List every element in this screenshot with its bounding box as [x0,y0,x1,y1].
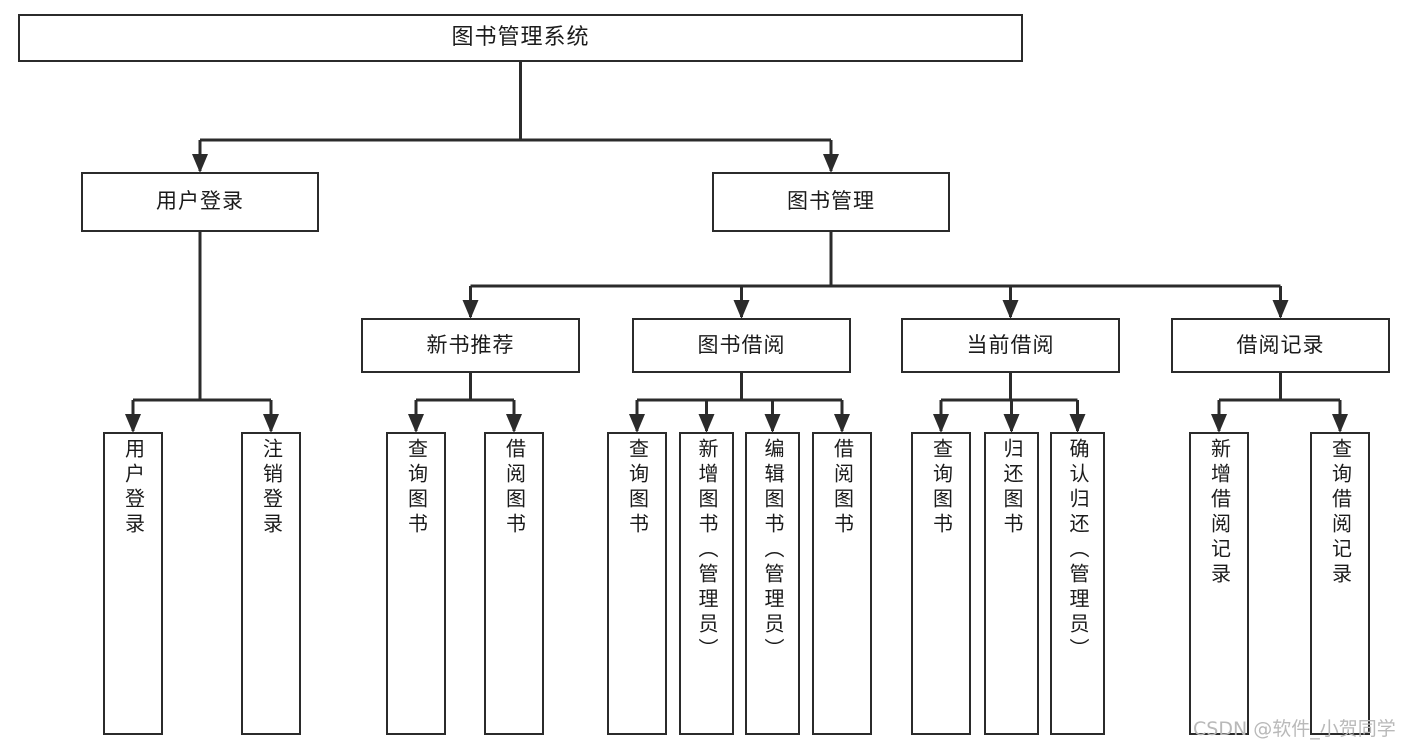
node-label: 确认归还（管理员） [1066,438,1090,663]
watermark: CSDN @软件_小贺同学 [1193,718,1396,740]
arrow-head [408,414,424,433]
node-label: 查询借阅记录 [1328,438,1353,588]
node-label: 借阅图书 [830,438,855,538]
arrow-head [733,300,750,319]
arrow-head [125,414,141,433]
arrow-head [823,154,839,173]
arrow-head [1332,414,1348,433]
node-label: 归还图书 [1000,438,1024,538]
arrow-head [192,154,208,173]
node-book-borrow[interactable]: 图书借阅 [632,318,851,373]
node-leaf-query-book-rec[interactable]: 查询图书 [386,432,446,735]
node-label: 当前借阅 [966,332,1055,357]
arrow-head [764,414,781,433]
node-label: 查询图书 [929,438,954,538]
node-label: 新增借阅记录 [1207,438,1232,588]
arrow-head [933,414,949,433]
node-leaf-query-book-cur[interactable]: 查询图书 [911,432,971,735]
node-leaf-confirm-return[interactable]: 确认归还（管理员） [1050,432,1105,735]
node-leaf-query-book-borrow[interactable]: 查询图书 [607,432,667,735]
node-label: 新书推荐 [426,332,515,357]
node-leaf-add-book[interactable]: 新增图书（管理员） [679,432,734,735]
node-label: 图书管理系统 [451,24,590,50]
node-leaf-borrow-book[interactable]: 借阅图书 [812,432,872,735]
arrow-head [1272,300,1289,319]
node-label: 注销登录 [259,438,284,538]
node-current-borrow[interactable]: 当前借阅 [901,318,1120,373]
arrow-head [698,414,715,433]
node-label: 新增图书（管理员） [695,438,719,663]
arrow-head [1069,414,1086,433]
node-leaf-logout-login[interactable]: 注销登录 [241,432,301,735]
node-leaf-user-login[interactable]: 用户登录 [103,432,163,735]
node-label: 借阅图书 [502,438,527,538]
node-label: 用户登录 [121,438,146,538]
node-label: 用户登录 [156,189,244,214]
arrow-head [462,300,479,319]
arrow-head [834,414,850,433]
node-root-system[interactable]: 图书管理系统 [18,14,1023,62]
node-label: 借阅记录 [1236,332,1325,357]
node-leaf-query-record[interactable]: 查询借阅记录 [1310,432,1370,735]
node-label: 图书管理 [787,189,875,214]
node-leaf-add-record[interactable]: 新增借阅记录 [1189,432,1249,735]
node-label: 图书借阅 [697,332,786,357]
node-new-book-recommend[interactable]: 新书推荐 [361,318,580,373]
node-label: 查询图书 [404,438,429,538]
node-label: 查询图书 [625,438,650,538]
arrow-head [506,414,522,433]
node-borrow-record[interactable]: 借阅记录 [1171,318,1390,373]
node-leaf-edit-book[interactable]: 编辑图书（管理员） [745,432,800,735]
arrow-head [1211,414,1227,433]
node-user-login[interactable]: 用户登录 [81,172,319,232]
arrow-head [263,414,279,433]
node-leaf-return-book[interactable]: 归还图书 [984,432,1039,735]
node-leaf-borrow-book-rec[interactable]: 借阅图书 [484,432,544,735]
node-label: 编辑图书（管理员） [761,438,785,663]
arrow-head [629,414,645,433]
arrow-head [1003,414,1020,433]
arrow-head [1002,300,1019,319]
node-book-manage[interactable]: 图书管理 [712,172,950,232]
